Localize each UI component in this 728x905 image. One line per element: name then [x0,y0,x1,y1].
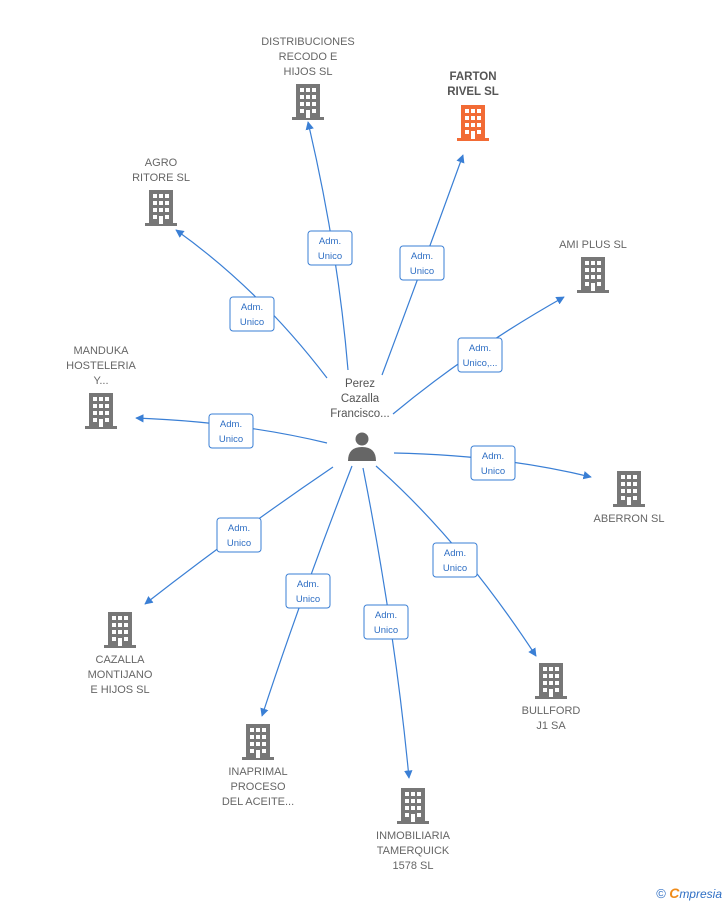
relation-label: Adm. [220,419,242,430]
building-icon[interactable] [613,471,645,507]
edge-cazalla[interactable]: Adm. Unico [144,466,334,605]
copyright-icon: © [656,886,666,901]
company-name[interactable]: INAPRIMAL [228,766,287,778]
relation-label: Unico [219,434,243,445]
relation-label: Unico [410,266,434,277]
relation-box[interactable] [363,604,409,640]
company-name[interactable]: MANDUKA [73,345,129,357]
relation-box[interactable] [229,296,275,332]
person-icon[interactable] [348,432,376,462]
edge-bullford[interactable]: Adm. Unico [375,465,537,657]
relation-label: Unico [227,538,251,549]
edge-amiplus[interactable]: Adm. Unico,... [392,296,565,415]
building-icon[interactable] [292,84,324,120]
building-icon[interactable] [242,724,274,760]
relation-label: Unico [481,466,505,477]
company-name[interactable]: HOSTELERIA [66,360,136,372]
relation-label: Unico,... [463,358,498,369]
building-icon[interactable] [577,257,609,293]
nodes-layer: DISTRIBUCIONES RECODO E HIJOS SL FARTON RIVE… [66,36,664,872]
relation-label: Adm. [411,251,433,262]
relation-box[interactable] [470,445,516,481]
relation-label: Adm. [482,451,504,462]
company-node-aberron[interactable]: ABERRON SL [594,471,665,525]
company-node-distribuciones[interactable]: DISTRIBUCIONES RECODO E HIJOS SL [261,36,355,120]
relation-label: Adm. [228,523,250,534]
relation-label: Adm. [297,579,319,590]
company-node-bullford[interactable]: BULLFORD J1 SA [522,663,581,732]
brand-footer: © Cmpresia [656,885,722,901]
relation-box[interactable] [307,230,353,266]
relation-box[interactable] [208,413,254,449]
relation-label: Unico [240,317,264,328]
edge-aberron[interactable]: Adm. Unico [393,445,592,481]
person-name[interactable]: Perez [345,378,375,390]
company-node-agro[interactable]: AGRO RITORE SL [132,157,190,226]
relation-label: Adm. [375,610,397,621]
company-name[interactable]: MONTIJANO [88,669,153,681]
building-icon[interactable] [457,105,489,141]
company-node-manduka[interactable]: MANDUKA HOSTELERIA Y... [66,345,137,429]
edge-manduka[interactable]: Adm. Unico [135,413,328,449]
edge-farton[interactable]: Adm. Unico [381,154,465,376]
company-name[interactable]: CAZALLA [96,654,146,666]
relation-label: Unico [374,625,398,636]
edge-inaprimal[interactable]: Adm. Unico [260,465,353,717]
company-name[interactable]: PROCESO [230,781,285,793]
company-node-cazalla[interactable]: CAZALLA MONTIJANO E HIJOS SL [88,612,153,696]
building-icon[interactable] [104,612,136,648]
company-node-inmobiliaria[interactable]: INMOBILIARIA TAMERQUICK 1578 SL [376,788,451,872]
company-name[interactable]: HIJOS SL [284,66,333,78]
company-name[interactable]: RECODO E [279,51,338,63]
company-name[interactable]: AMI PLUS SL [559,239,627,251]
edge-inmobiliaria[interactable]: Adm. Unico [362,467,413,779]
relation-label: Adm. [469,343,491,354]
person-name[interactable]: Cazalla [341,393,380,405]
company-name[interactable]: RIVEL SL [447,86,499,98]
company-node-farton[interactable]: FARTON RIVEL SL [447,71,499,141]
company-node-inaprimal[interactable]: INAPRIMAL PROCESO DEL ACEITE... [222,724,294,808]
building-icon[interactable] [397,788,429,824]
edge-agro[interactable]: Adm. Unico [175,229,328,379]
relation-label: Adm. [241,302,263,313]
relation-box[interactable] [216,517,262,553]
brand-name: mpresia [679,887,722,901]
company-name[interactable]: Y... [93,375,108,387]
person-name[interactable]: Francisco... [330,408,389,420]
company-name[interactable]: RITORE SL [132,172,190,184]
company-name[interactable]: FARTON [449,71,496,83]
company-name[interactable]: J1 SA [536,720,566,732]
relation-box[interactable] [399,245,445,281]
company-name[interactable]: DISTRIBUCIONES [261,36,355,48]
relation-label: Unico [443,563,467,574]
relation-box[interactable] [432,542,478,578]
company-name[interactable]: AGRO [145,157,178,169]
relation-label: Unico [296,594,320,605]
person-node[interactable]: PerezCazallaFrancisco... [330,378,390,462]
building-icon[interactable] [535,663,567,699]
relation-label: Unico [318,251,342,262]
relation-label: Adm. [319,236,341,247]
building-icon[interactable] [145,190,177,226]
company-name[interactable]: 1578 SL [393,860,434,872]
edge-distribuciones[interactable]: Adm. Unico [305,121,353,371]
company-node-amiplus[interactable]: AMI PLUS SL [559,239,627,293]
relation-box[interactable] [285,573,331,609]
company-name[interactable]: E HIJOS SL [90,684,149,696]
company-name[interactable]: BULLFORD [522,705,581,717]
company-name[interactable]: DEL ACEITE... [222,796,294,808]
company-name[interactable]: ABERRON SL [594,513,665,525]
company-name[interactable]: INMOBILIARIA [376,830,451,842]
relation-label: Adm. [444,548,466,559]
relation-box[interactable] [457,337,503,373]
brand-initial: C [669,885,680,901]
company-name[interactable]: TAMERQUICK [377,845,450,857]
building-icon[interactable] [85,393,117,429]
